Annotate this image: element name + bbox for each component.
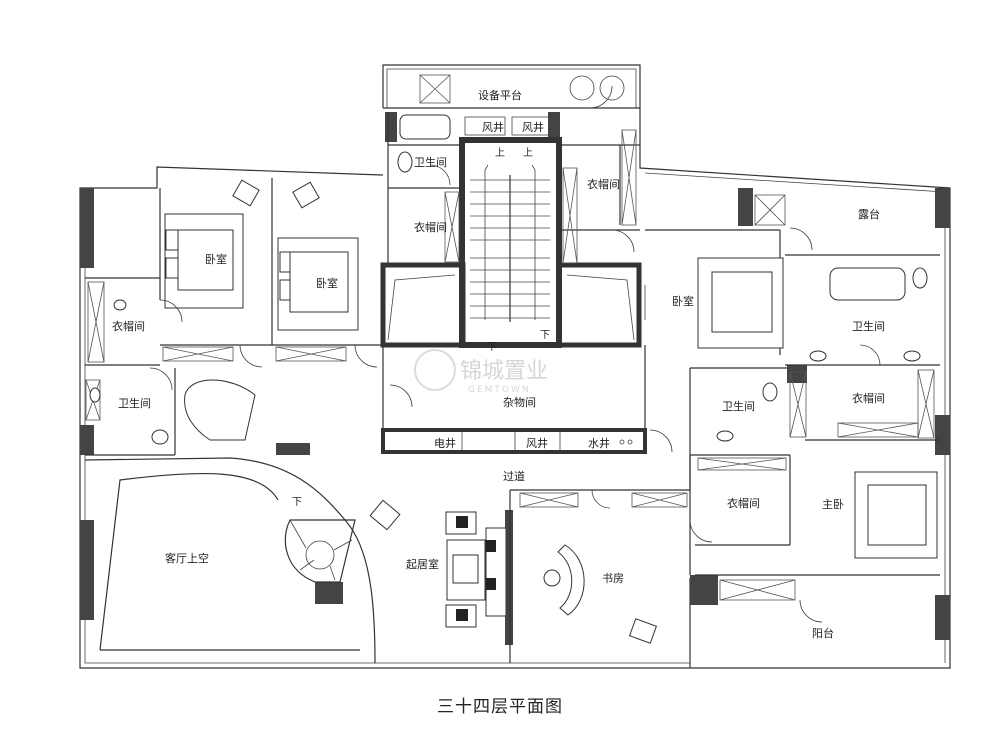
stair-up-2: 上 (523, 147, 533, 159)
label-closet-mid: 衣帽间 (727, 496, 760, 510)
stair-down-spiral: 下 (292, 497, 302, 508)
watermark: 锦城置业 GEMTOWN (414, 349, 548, 395)
label-corridor: 过道 (503, 469, 525, 483)
wardrobes (85, 74, 935, 601)
label-terrace: 露台 (858, 207, 880, 221)
label-air-shaft-2: 风井 (522, 120, 544, 134)
stair-down-1: 下 (487, 342, 497, 353)
label-storage: 杂物间 (503, 395, 536, 409)
label-water-shaft: 水井 (588, 436, 610, 450)
partitions (84, 107, 940, 664)
label-equipment-platform: 设备平台 (478, 88, 522, 102)
label-bedroom-1: 卧室 (205, 252, 227, 266)
furniture (89, 75, 938, 644)
label-closet-upper-left: 衣帽间 (414, 220, 447, 234)
label-air-shaft-3: 风井 (526, 436, 548, 450)
stair-up-1: 上 (495, 147, 505, 159)
label-master-bedroom: 主卧 (822, 498, 844, 511)
watermark-main: 锦城置业 (460, 359, 548, 384)
watermark-sub: GEMTOWN (468, 385, 531, 395)
label-bath-mid: 卫生间 (722, 399, 755, 413)
label-bath-left: 卫生间 (118, 396, 151, 410)
service-shafts (381, 345, 647, 454)
label-closet-upper-right: 衣帽间 (587, 177, 620, 191)
stair-down-2: 下 (540, 330, 550, 341)
plan-title: 三十四层平面图 (437, 697, 563, 717)
label-air-shaft-1: 风井 (482, 120, 504, 134)
label-balcony: 阳台 (812, 626, 834, 640)
label-bedroom-2: 卧室 (316, 276, 338, 290)
doors (149, 85, 881, 623)
label-study: 书房 (602, 572, 624, 585)
label-closet-right: 衣帽间 (852, 391, 885, 405)
label-closet-left: 衣帽间 (112, 319, 145, 333)
label-bath-upper: 卫生间 (414, 155, 447, 169)
label-bath-right: 卫生间 (852, 319, 885, 333)
room-labels: 设备平台 风井 风井 卫生间 衣帽间 衣帽间 卧室 卧室 衣帽间 卫生间 杂物间… (112, 88, 885, 640)
label-bedroom-right: 卧室 (672, 294, 694, 308)
stair-marks: 上 上 下 下 下 (292, 147, 550, 508)
label-family-room: 起居室 (406, 557, 439, 571)
label-elec-shaft: 电井 (434, 436, 456, 450)
label-living-void: 客厅上空 (165, 551, 209, 565)
stair-core (380, 116, 646, 348)
